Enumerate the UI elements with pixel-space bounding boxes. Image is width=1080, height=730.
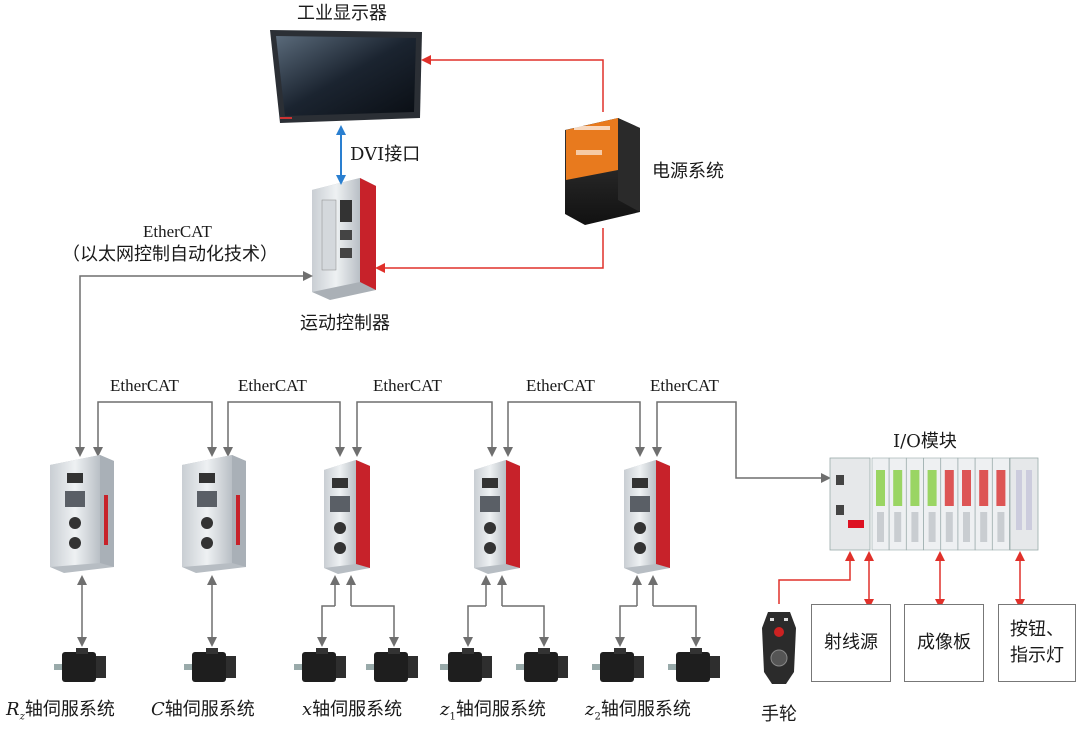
- buttons-label: 按钮、: [1010, 619, 1064, 640]
- ray-source-box: 射线源: [811, 604, 891, 682]
- drive-label-rz: Rz轴伺服系统: [6, 700, 115, 728]
- io-module-icon: [829, 457, 1039, 551]
- axis-subscript: 2: [594, 711, 601, 723]
- ethercat-bus-label: EtherCAT: [526, 376, 595, 395]
- ethercat-bus-label: EtherCAT: [110, 376, 179, 395]
- axis-name: z: [440, 699, 450, 720]
- monitor-label: 工业显示器: [297, 3, 387, 24]
- servo-drive-icon: [182, 455, 246, 573]
- handwheel-icon: [762, 612, 796, 684]
- ethercat-main-link: [75, 271, 313, 457]
- servo-motor-icon: [668, 648, 720, 682]
- servo-motor-icon: [294, 648, 346, 682]
- io-module-label: I/O模块: [893, 431, 957, 452]
- servo-drive-icon: [50, 455, 114, 573]
- axis-suffix: 轴伺服系统: [312, 699, 403, 720]
- axis-name: z: [585, 699, 595, 720]
- servo-motor-icon: [440, 648, 492, 682]
- ethercat-main-label: EtherCAT: [143, 222, 212, 241]
- drive-label-z2: z2轴伺服系统: [585, 700, 691, 728]
- axis-subscript: 1: [449, 711, 456, 723]
- power-links: [375, 55, 604, 273]
- axis-suffix: 轴伺服系统: [24, 699, 115, 720]
- servo-motor-icon: [592, 648, 644, 682]
- servo-drive-icon: [624, 460, 670, 574]
- ray-source-label: 射线源: [824, 632, 878, 653]
- axis-suffix: 轴伺服系统: [164, 699, 255, 720]
- axis-suffix: 轴伺服系统: [600, 699, 691, 720]
- axis-name: R: [6, 699, 20, 720]
- ethercat-bus-label: EtherCAT: [373, 376, 442, 395]
- axis-suffix: 轴伺服系统: [455, 699, 546, 720]
- dvi-label: DVI接口: [350, 144, 421, 165]
- drive-label-x: x轴伺服系统: [302, 700, 402, 720]
- imaging-plate-box: 成像板: [904, 604, 984, 682]
- servo-motor-icon: [516, 648, 568, 682]
- drive-label-z1: z1轴伺服系统: [440, 700, 546, 728]
- axis-name: x: [302, 699, 313, 720]
- buttons-indicators-box: 按钮、 指示灯: [998, 604, 1076, 682]
- handwheel-label: 手轮: [761, 704, 797, 725]
- servo-drive-icon: [474, 460, 520, 574]
- ethercat-chain-links: [93, 401, 831, 483]
- servo-drives: [50, 455, 670, 574]
- servo-motor-icon: [366, 648, 418, 682]
- axis-subscript: z: [19, 711, 25, 723]
- ethercat-bus-label: EtherCAT: [238, 376, 307, 395]
- drive-label-c: C轴伺服系统: [151, 700, 255, 720]
- servo-motors: [54, 575, 720, 682]
- power-supply-icon: [565, 118, 640, 225]
- motion-controller-icon: [312, 178, 376, 300]
- ethercat-bus-label: EtherCAT: [650, 376, 719, 395]
- power-label: 电源系统: [652, 161, 724, 182]
- imaging-plate-label: 成像板: [917, 632, 971, 653]
- servo-drive-icon: [324, 460, 370, 574]
- industrial-monitor-icon: [270, 30, 422, 123]
- ethercat-main-sublabel: （以太网控制自动化技术）: [62, 244, 278, 265]
- controller-label: 运动控制器: [300, 313, 390, 334]
- indicators-label: 指示灯: [1010, 645, 1064, 666]
- io-peripheral-links: [778, 551, 1025, 609]
- axis-name: C: [151, 699, 165, 720]
- servo-motor-icon: [54, 648, 106, 682]
- servo-motor-icon: [184, 648, 236, 682]
